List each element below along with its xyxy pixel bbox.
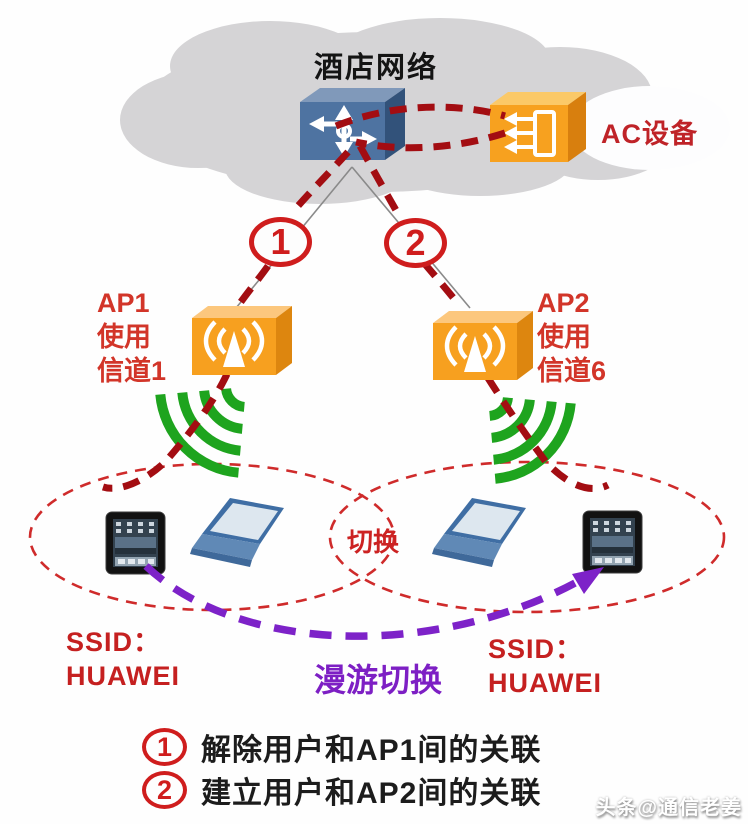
association-paths [101, 103, 610, 492]
cloud-notch [570, 86, 730, 170]
step-2-badge: 2 [384, 218, 447, 268]
handover-label: 切换 [346, 527, 399, 557]
tablet-left-icon [105, 511, 166, 575]
ap2-label-line1: AP2 [537, 288, 590, 318]
ssid-label-left: SSID： HUAWEI [66, 625, 180, 693]
ssid-label-right: SSID： HUAWEI [488, 632, 602, 700]
legend-1-badge: 1 [142, 728, 187, 766]
ap2-label-line3: 信道6 [537, 356, 607, 386]
path-step2-to-ap2 [421, 260, 462, 308]
step-2-number: 2 [405, 222, 426, 263]
switch-icon [300, 88, 405, 160]
legend-2-text: 建立用户和AP2间的关联 [201, 777, 542, 810]
legend-2-badge: 2 [142, 771, 187, 809]
coverage-ellipse-right [328, 460, 726, 614]
ac-device-icon [490, 92, 586, 162]
path-switch-to-ac-upper [334, 103, 506, 130]
watermark: 头条@通信老姜 [595, 797, 742, 819]
roaming-label: 漫游切换 [313, 662, 442, 698]
ap2-label-line2: 使用 [537, 322, 591, 352]
legend-1-text: 解除用户和AP1间的关联 [201, 734, 542, 767]
path-switch-to-step1 [289, 149, 351, 216]
step-1-badge: 1 [249, 217, 312, 267]
path-ap1-to-coverage [101, 372, 231, 492]
laptop-left-icon [190, 498, 284, 567]
ssid-right-line2: HUAWEI [488, 668, 602, 698]
ap1-icon [192, 306, 292, 375]
ap2-label: AP2 使用 信道6 [537, 286, 606, 388]
ap1-label: AP1 使用 信道1 [97, 286, 166, 388]
ap1-label-line1: AP1 [97, 288, 150, 318]
ac-device-label: AC设备 [601, 119, 698, 149]
ssid-right-line1: SSID： [488, 634, 584, 664]
laptop-right-icon [432, 498, 526, 567]
step-1-number: 1 [270, 221, 291, 262]
ap1-label-line2: 使用 [97, 322, 151, 352]
path-ap2-to-coverage [485, 376, 610, 492]
roaming-arrow [143, 563, 604, 640]
legend-item-1: 1 解除用户和AP1间的关联 [142, 725, 541, 769]
ssid-left-line1: SSID： [66, 627, 162, 657]
legend-item-2: 2 建立用户和AP2间的关联 [142, 768, 541, 812]
ssid-left-line2: HUAWEI [66, 661, 180, 691]
legend-2-number: 2 [156, 774, 173, 805]
wifi-signal-left-icon [155, 387, 246, 478]
roaming-arrowhead [572, 567, 604, 594]
ap2-icon [433, 311, 533, 380]
tablet-right-icon [582, 510, 643, 574]
ap1-label-line3: 信道1 [97, 356, 167, 386]
cloud-title: 酒店网络 [313, 52, 438, 84]
path-switch-to-step2 [356, 144, 401, 214]
path-step1-to-ap1 [235, 263, 271, 308]
legend-1-number: 1 [156, 731, 173, 762]
